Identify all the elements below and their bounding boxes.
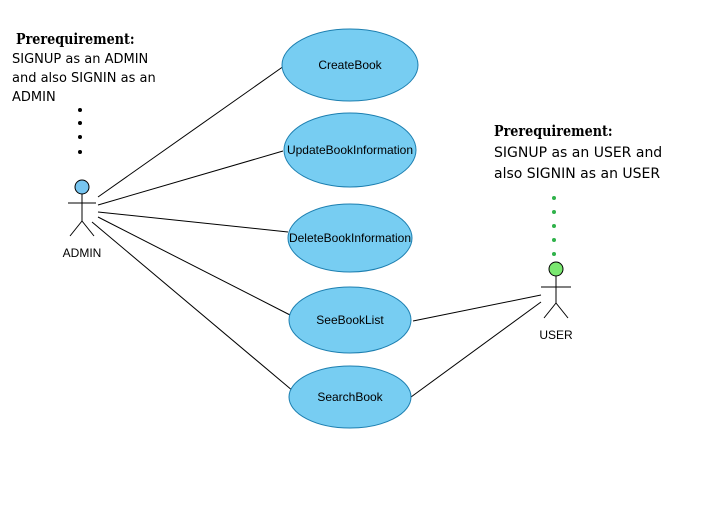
admin-note-title: Prerequirement:	[16, 30, 135, 48]
admin-seebooklist-link	[97, 216, 293, 317]
user-searchbook-link	[410, 301, 542, 398]
usecase-searchbook-label: SearchBook	[317, 390, 383, 404]
admin-note-line-1: SIGNUP as an ADMIN	[12, 52, 149, 67]
admin-createbook-link	[97, 65, 285, 198]
usecase-createbook[interactable]: CreateBook	[281, 28, 419, 102]
usecase-createbook-label: CreateBook	[318, 58, 382, 72]
usecase-updatebookinformation[interactable]: UpdateBookInformation	[283, 112, 417, 188]
admin-note-line-2: and also SIGNIN as an	[12, 71, 156, 86]
user-seebooklist-link	[412, 294, 542, 322]
admin-actor-head	[74, 179, 90, 195]
user-prerequirement-note: Prerequirement: SIGNUP as an USER and al…	[494, 122, 694, 185]
admin-prerequirement-note: Prerequirement: SIGNUP as an ADMIN and a…	[12, 30, 172, 107]
user-actor-label: USER	[539, 328, 573, 342]
admin-actor-label: ADMIN	[63, 246, 102, 260]
admin-continuation-dots	[78, 108, 82, 154]
admin-note-line-3: ADMIN	[12, 90, 56, 105]
usecase-seebooklist[interactable]: SeeBookList	[288, 286, 412, 354]
usecase-searchbook[interactable]: SearchBook	[288, 365, 412, 429]
user-actor[interactable]	[541, 261, 571, 319]
usecase-deletebookinformation-label: DeleteBookInformation	[289, 231, 411, 245]
association-lines	[91, 65, 542, 398]
user-note-line-2: also SIGNIN as an USER	[494, 166, 661, 182]
user-continuation-dots	[552, 196, 556, 256]
admin-searchbook-link	[91, 221, 294, 392]
user-note-title: Prerequirement:	[494, 122, 613, 140]
admin-updatebookinformation-link	[97, 150, 284, 206]
admin-actor[interactable]	[68, 179, 96, 237]
usecase-deletebookinformation[interactable]: DeleteBookInformation	[287, 203, 413, 273]
admin-deletebookinformation-link	[97, 211, 289, 233]
user-actor-head	[548, 261, 564, 277]
user-note-line-1: SIGNUP as an USER and	[494, 145, 663, 161]
usecase-updatebookinformation-label: UpdateBookInformation	[287, 143, 413, 157]
usecase-seebooklist-label: SeeBookList	[316, 313, 384, 327]
